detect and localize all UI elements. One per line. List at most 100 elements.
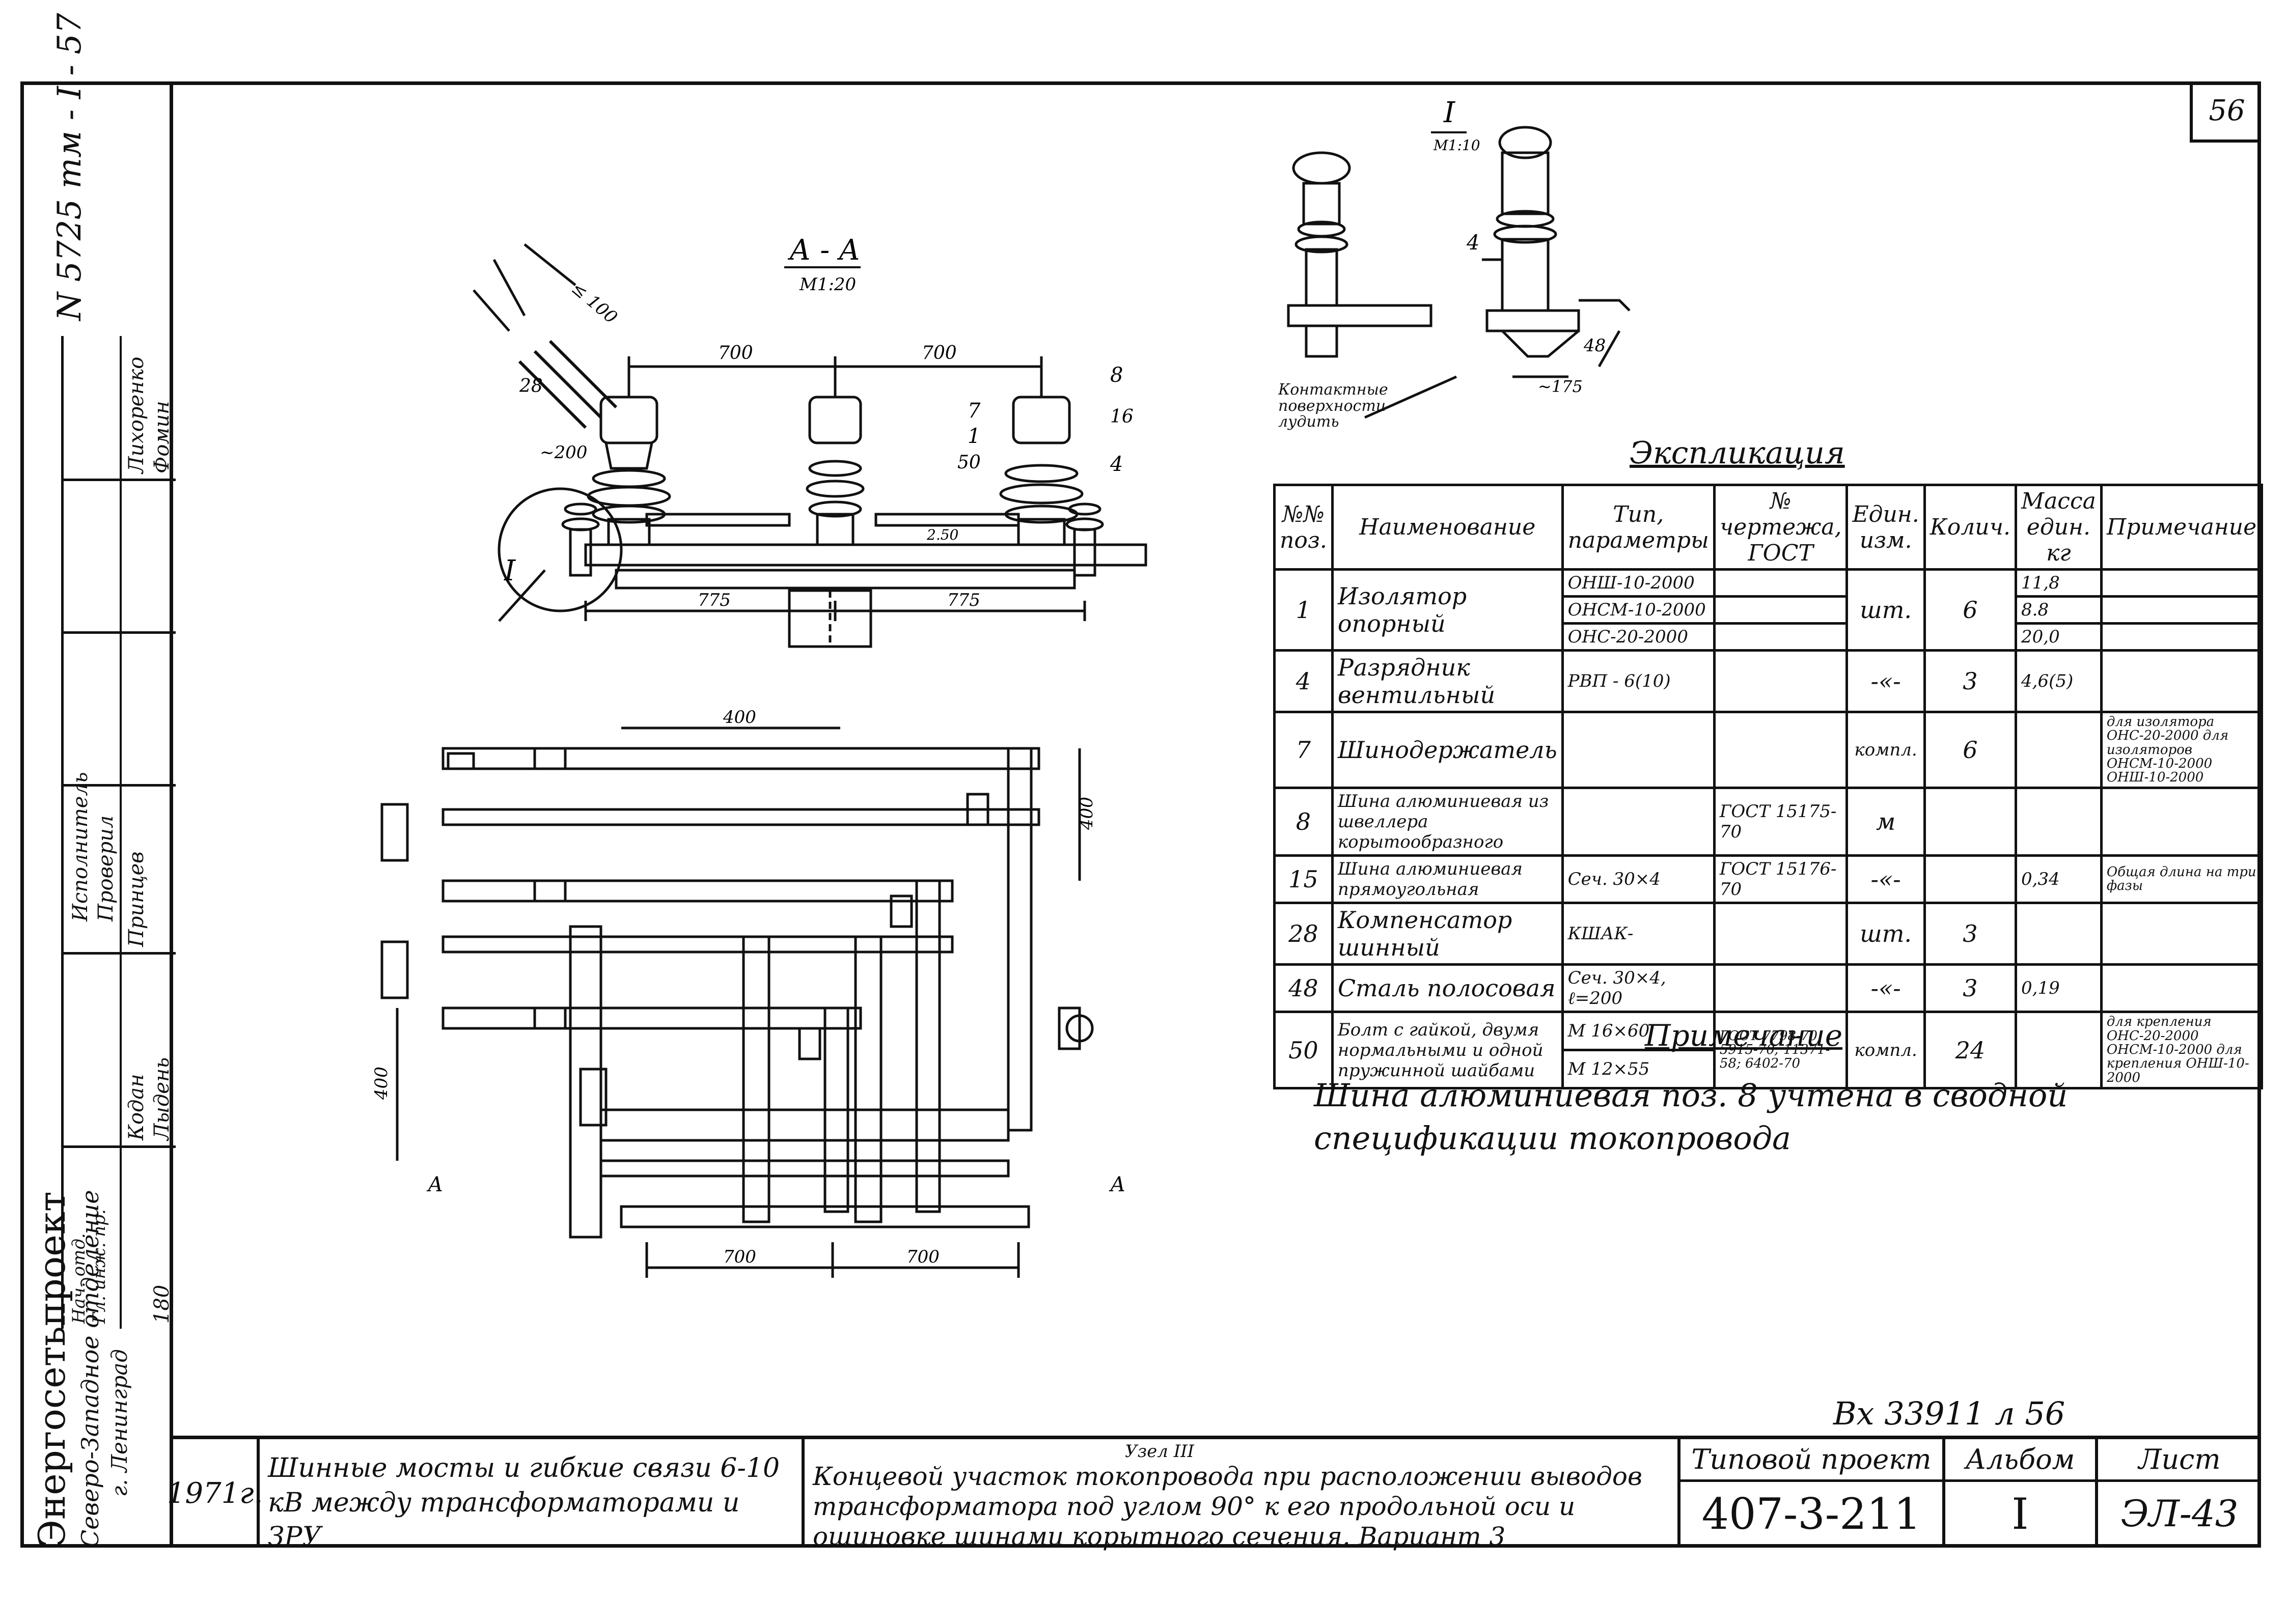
row1-unit: шт. [1845, 568, 1926, 652]
arrester-right [1065, 502, 1104, 577]
row7-unit: компл. [1845, 710, 1926, 790]
plan-section-mark-right: А [1109, 1173, 1125, 1196]
name-1: Лихоренко [125, 356, 148, 473]
row4-unit: -«- [1845, 649, 1926, 713]
title-block: 1971г. Шинные мосты и гибкие связи 6-10 … [167, 1436, 2261, 1552]
callout-8: 8 [1110, 363, 1123, 387]
title-project-number: 407-3-211 [1701, 1489, 1921, 1539]
row50-unit: компл. [1845, 1011, 1926, 1089]
row4-pos: 4 [1273, 649, 1334, 713]
detail-callout-4: 4 [1466, 231, 1479, 255]
col-name: Наименование [1331, 484, 1564, 571]
plan-dim-400-right: 400 [1077, 797, 1097, 830]
col-type: Тип, параметры [1561, 484, 1716, 571]
row15-type: Сеч. 30×4 [1561, 854, 1716, 905]
row50-type-1: М 16×60 [1561, 1011, 1716, 1052]
row48-unit: -«- [1845, 963, 1926, 1014]
row8-gost: ГОСТ 15175-70 [1713, 787, 1849, 857]
table-row: 28 Компенсатор шинный КШАК- шт. 3 [1273, 902, 2264, 966]
table-row: 50 Болт с гайкой, двумя нормальными и од… [1273, 1011, 2264, 1089]
row15-gost: ГОСТ 15176-70 [1713, 854, 1849, 905]
row48-name: Сталь полосовая [1331, 963, 1564, 1014]
row4-qty: 3 [1923, 649, 2018, 713]
title-project-cell: Типовой проект 407-3-211 [1680, 1439, 1945, 1548]
name-4: Лыдень [150, 1057, 174, 1140]
row1-mass-3: 20,0 [2015, 622, 2103, 652]
row15-pos: 15 [1273, 854, 1334, 905]
detail-note: Контактные поверхности лудить [1278, 382, 1388, 431]
insulator-left [587, 396, 671, 546]
row50-name: Болт с гайкой, двумя нормальными и одной… [1331, 1011, 1564, 1089]
role-executor: Исполнитель [69, 772, 92, 921]
row50-type-2: М 12×55 [1561, 1049, 1716, 1089]
name-3: Кодан [125, 1074, 148, 1140]
row28-type: КШАК- [1561, 902, 1716, 966]
row50-note: для крепления ОНС-20-2000 ОНСМ-10-2000 д… [2100, 1011, 2264, 1089]
plan-section-mark-left: А [426, 1173, 443, 1196]
callout-16: 16 [1110, 406, 1134, 427]
title-sheet-code: ЭЛ-43 [2120, 1492, 2239, 1535]
row50-pos: 50 [1273, 1011, 1334, 1089]
col-gost: № чертежа, ГОСТ [1713, 484, 1849, 571]
dim-775-b: 775 [947, 590, 980, 610]
row1-type-3: ОНС-20-2000 [1561, 622, 1716, 652]
row28-qty: 3 [1923, 902, 2018, 966]
table-row: 1 Изолятор опорный ОНШ-10-2000 шт. 6 11,… [1273, 568, 2264, 652]
row28-pos: 28 [1273, 902, 1334, 966]
row50-gost: ГОСТ 7798-70; 5915-70; 11371-58; 6402-70 [1713, 1011, 1849, 1089]
detail-scale: М1:10 [1433, 137, 1480, 154]
col-qty: Колич. [1923, 484, 2018, 571]
row48-type: Сеч. 30×4, ℓ=200 [1561, 963, 1716, 1014]
title-album-label: Альбом [1945, 1439, 2095, 1482]
row7-name: Шинодержатель [1331, 710, 1564, 790]
row28-unit: шт. [1845, 902, 1926, 966]
row1-name: Изолятор опорный [1331, 568, 1564, 652]
row4-mass: 4,6(5) [2015, 649, 2103, 713]
row50-qty: 24 [1923, 1011, 2018, 1089]
callout-detail-I: I [504, 554, 516, 587]
row1-type-1: ОНШ-10-2000 [1561, 568, 1716, 598]
role-checker: Проверил [94, 815, 118, 921]
row15-mass: 0,34 [2015, 854, 2103, 905]
row4-type: РВП - 6(10) [1561, 649, 1716, 713]
row1-mass-1: 11,8 [2015, 568, 2103, 598]
section-aa-title: А - А [787, 234, 860, 267]
row15-note: Общая длина на три фазы [2100, 854, 2264, 905]
dim-100: ≤ 100 [567, 278, 621, 328]
title-description-cell: Узел III Концевой участок токопровода пр… [805, 1439, 1680, 1551]
name-5: Принцев [125, 851, 148, 947]
row8-unit: м [1845, 787, 1926, 857]
section-view-aa: А - А М1:20 700 700 775 775 ~200 ≤ 100 2… [473, 234, 1147, 648]
detail-title: I [1443, 96, 1456, 129]
row15-name: Шина алюминиевая прямоугольная [1331, 854, 1564, 905]
sheet-number: 56 [2190, 81, 2261, 143]
explication-table: №№ поз. Наименование Тип, параметры № че… [1273, 484, 2264, 1089]
row1-pos: 1 [1273, 568, 1334, 652]
plan-dim-700-a: 700 [723, 1247, 756, 1267]
row8-name: Шина алюминиевая из швеллера корытообраз… [1331, 787, 1564, 857]
dim-200: ~200 [540, 442, 587, 463]
row48-qty: 3 [1923, 963, 2018, 1014]
row1-qty: 6 [1923, 568, 2018, 652]
title-year: 1971г. [167, 1439, 263, 1548]
row7-pos: 7 [1273, 710, 1334, 790]
callout-50: 50 [957, 452, 981, 473]
title-subject: Шинные мосты и гибкие связи 6-10 кВ межд… [260, 1439, 805, 1552]
detail-dim-175: ~175 [1538, 377, 1583, 396]
row1-mass-2: 8.8 [2015, 595, 2103, 625]
side-strip: N 5725 тм - I - 57 Энергосетьпроект Севе… [20, 13, 176, 1548]
row1-type-2: ОНСМ-10-2000 [1561, 595, 1716, 625]
row15-unit: -«- [1845, 854, 1926, 905]
role-head: Нач. отд. [69, 1233, 89, 1324]
table-row: 4 Разрядник вентильный РВП - 6(10) -«- 3… [1273, 649, 2264, 713]
archive-stamp: Вх 33911 л 56 [1833, 1395, 2065, 1432]
title-sheet-cell: Лист ЭЛ-43 [2098, 1439, 2261, 1548]
row48-mass: 0,19 [2015, 963, 2103, 1014]
dim-250: 2.50 [926, 526, 958, 543]
plan-dim-700-b: 700 [906, 1247, 940, 1267]
row48-pos: 48 [1273, 963, 1334, 1014]
note-text: Шина алюминиевая поз. 8 учтена в сводной… [1314, 1077, 2068, 1157]
explication-header-row: №№ поз. Наименование Тип, параметры № че… [1273, 484, 2264, 571]
arrester-left [561, 502, 600, 577]
col-unit: Един. изм. [1845, 484, 1926, 571]
